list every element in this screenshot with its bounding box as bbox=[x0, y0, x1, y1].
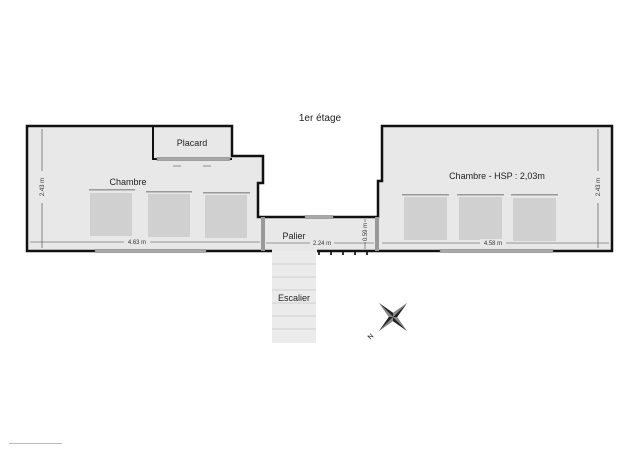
landing-label: Palier bbox=[282, 231, 305, 241]
windows bbox=[94, 157, 554, 253]
left-height-dim: 2.43 m bbox=[40, 178, 46, 196]
right-height-dim: 2.43 m bbox=[596, 178, 602, 196]
partition-right bbox=[375, 217, 379, 251]
right-width-dim: 4.58 m bbox=[484, 241, 502, 247]
partition-left bbox=[261, 217, 265, 251]
railing-posts bbox=[318, 252, 368, 255]
left-width-dim: 4.63 m bbox=[128, 240, 146, 246]
stairs-label: Escalier bbox=[278, 293, 310, 303]
stairs bbox=[272, 251, 316, 343]
right-bedroom-label: Chambre - HSP : 2,03m bbox=[449, 171, 545, 181]
right-furniture bbox=[402, 194, 558, 241]
closet-label: Placard bbox=[177, 138, 208, 148]
left-furniture bbox=[89, 189, 250, 238]
north-letter: N bbox=[367, 333, 376, 342]
floor-title: 1er étage bbox=[299, 113, 342, 124]
footer-fineprint bbox=[9, 443, 62, 444]
left-bedroom-label: Chambre bbox=[109, 177, 146, 187]
north-arrow-icon bbox=[378, 302, 408, 332]
stair-steps bbox=[272, 263, 316, 330]
landing-depth-dim: 0.59 m bbox=[363, 223, 369, 241]
landing-width-dim: 2.24 m bbox=[313, 241, 331, 247]
